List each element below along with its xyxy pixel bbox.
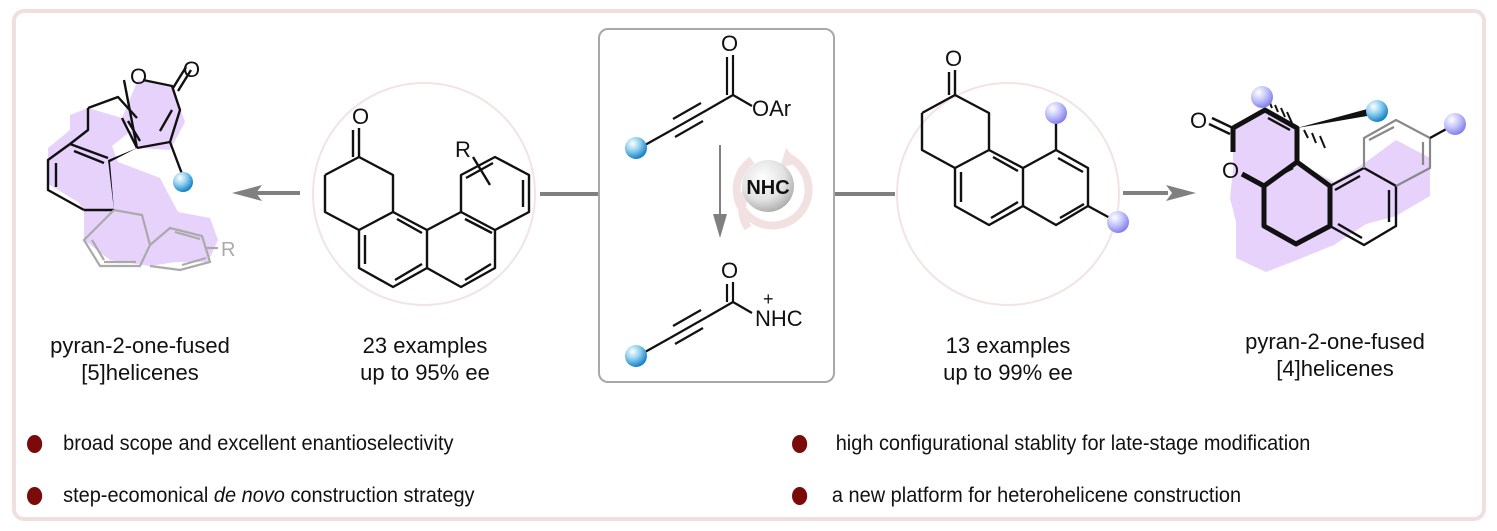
substituent-sphere	[1107, 211, 1129, 233]
right-substrate: O	[896, 46, 1129, 306]
carbonyl-oxygen-label: O	[183, 57, 200, 82]
acyl-azolium-intermediate: O + NHC	[625, 258, 803, 367]
alkynoate-reagent: O OAr	[625, 31, 791, 159]
feature-text: broad scope and excellent enantioselecti…	[63, 432, 454, 455]
max-ee: up to 99% ee	[943, 360, 1073, 385]
substituent-sphere	[1251, 86, 1273, 108]
bullet-dot-icon	[792, 435, 808, 453]
max-ee: up to 95% ee	[360, 360, 490, 385]
left-substrate: O R	[312, 82, 536, 306]
bullet-dot-icon	[792, 487, 808, 505]
feature-bullet: step-ecomonical de novo construction str…	[27, 484, 475, 508]
carbonyl-oxygen-label: O	[352, 104, 369, 129]
product-class-name: pyran-2-one-fused	[50, 333, 230, 358]
right-product-arrow	[1123, 185, 1196, 201]
positive-charge-label: +	[763, 289, 774, 309]
nhc-group-label: NHC	[755, 306, 803, 331]
substituent-sphere	[1045, 102, 1067, 124]
left-product-arrow	[232, 185, 300, 201]
right-product-label: pyran-2-one-fused [4]helicenes	[1215, 328, 1455, 382]
feature-text: high configurational stablity for late-s…	[835, 432, 1311, 455]
bullet-dot-icon	[27, 487, 43, 505]
feature-text-part: construction strategy	[284, 484, 475, 507]
left-substrate-stats: 23 examples up to 95% ee	[320, 332, 530, 386]
feature-bullet: high configurational stablity for late-s…	[792, 432, 1310, 456]
product-class-name: pyran-2-one-fused	[1245, 329, 1425, 354]
catalyst-box	[598, 28, 835, 383]
nhc-catalyst-label: NHC	[746, 177, 789, 199]
example-count: 23 examples	[362, 333, 488, 358]
left-product-structure: O pyran-2-one-fused O R	[46, 57, 235, 272]
substituent-sphere	[625, 137, 647, 159]
carbonyl-oxygen-label: O	[721, 258, 738, 283]
substituent-sphere	[625, 345, 647, 367]
helicene-type: [4]helicenes	[1276, 356, 1394, 381]
catalysis-arrow	[713, 145, 727, 238]
bullet-dot-icon	[27, 435, 43, 453]
carbonyl-oxygen-label: O	[1190, 108, 1207, 133]
scheme-frame	[12, 9, 1486, 521]
carbonyl-oxygen-label: O	[721, 31, 738, 56]
nhc-catalyst: NHC	[732, 148, 813, 231]
ring-oxygen-label: O	[1222, 158, 1239, 183]
right-product-structure: O O	[1190, 86, 1466, 272]
right-substrate-stats: 13 examples up to 99% ee	[903, 332, 1113, 386]
feature-text-italic: de novo	[213, 484, 285, 507]
helicene-type: [5]helicenes	[81, 360, 199, 385]
r-group-label: R	[221, 239, 235, 261]
substituent-sphere	[1444, 113, 1466, 135]
example-count: 13 examples	[945, 333, 1071, 358]
feature-bullet: broad scope and excellent enantioselecti…	[27, 432, 453, 456]
r-group-label: R	[455, 137, 471, 162]
feature-bullet: a new platform for heterohelicene constr…	[792, 484, 1241, 508]
substituent-sphere	[173, 172, 193, 192]
feature-text: step-ecomonical de novo construction str…	[63, 484, 474, 508]
feature-text-part: step-ecomonical	[63, 484, 214, 507]
feature-text: a new platform for heterohelicene constr…	[831, 484, 1242, 507]
substituent-sphere	[1366, 100, 1388, 122]
oar-label: OAr	[752, 96, 791, 121]
carbonyl-oxygen-label: O	[945, 46, 962, 71]
left-product-label: pyran-2-one-fused [5]helicenes	[20, 332, 260, 386]
ring-oxygen-label: O	[130, 64, 147, 89]
